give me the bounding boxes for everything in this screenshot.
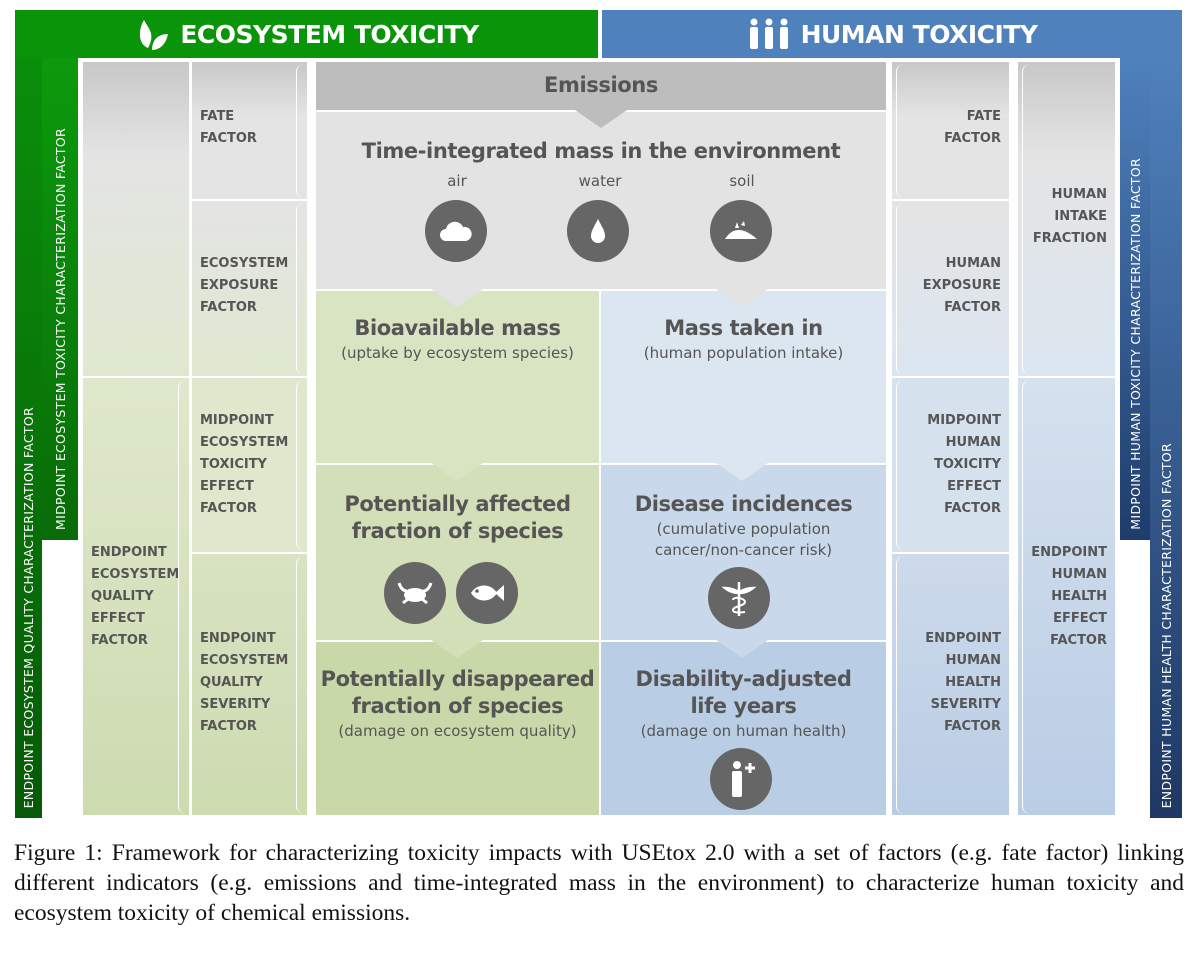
disease-sub: (cumulative population cancer/non-cancer… (654, 520, 833, 559)
mass-taken-box (601, 291, 886, 463)
soil-icon (710, 200, 772, 262)
human-exposure-factor-label: HUMAN EXPOSURE FACTOR (892, 201, 1009, 376)
daly-sub: (damage on human health) (640, 722, 847, 740)
brace (296, 556, 304, 814)
bioavailable-title: Bioavailable mass (354, 316, 561, 340)
compartment-water: water (578, 172, 622, 190)
human-fate-factor-label: FATE FACTOR (892, 62, 1009, 199)
human-effect-factor-label: MIDPOINT HUMAN TOXICITY EFFECT FACTOR (892, 378, 1009, 552)
ecosystem-toxicity-header: ECOSYSTEM TOXICITY (15, 10, 598, 58)
affected-box (316, 465, 599, 640)
arrow (431, 463, 483, 481)
affected-title: Potentially affected fraction of species (344, 492, 571, 543)
brace (1022, 380, 1030, 814)
brace (896, 380, 904, 550)
brace (296, 64, 304, 198)
compartment-air: air (447, 172, 467, 190)
leaf-icon (140, 20, 169, 50)
cloud-icon (425, 200, 487, 262)
arrow (716, 463, 768, 481)
human-intake-fraction-label: HUMAN INTAKE FRACTION (1018, 62, 1115, 376)
emissions-box: Emissions (316, 62, 886, 110)
disappeared-box (316, 642, 599, 815)
arrow (431, 289, 483, 307)
disappeared-title: Potentially disappeared fraction of spec… (320, 667, 595, 718)
disappeared-sub: (damage on ecosystem quality) (338, 722, 577, 740)
figure-caption: Figure 1: Framework for characterizing t… (14, 840, 1184, 926)
caduceus-icon (708, 567, 770, 629)
brace (896, 556, 904, 814)
brace (178, 380, 186, 814)
bioavailable-box (316, 291, 599, 463)
human-toxicity-header: HUMAN TOXICITY (602, 10, 1182, 58)
disease-title: Disease incidences (634, 492, 853, 516)
eco-endpoint-bar: ENDPOINT ECOSYSTEM QUALITY CHARACTERIZAT… (15, 58, 42, 818)
arrow (431, 640, 483, 658)
water-drop-icon (567, 200, 629, 262)
human-severity-factor-label: ENDPOINT HUMAN HEALTH SEVERITY FACTOR (892, 554, 1009, 815)
brace (296, 380, 304, 550)
arrow (575, 110, 627, 128)
people-icon (749, 18, 788, 49)
compartment-soil: soil (729, 172, 755, 190)
daly-title: Disability-adjusted life years (635, 667, 852, 718)
arrow (716, 640, 768, 658)
arrow (716, 289, 768, 307)
brace (896, 64, 904, 198)
human-endpoint-bar: ENDPOINT HUMAN HEALTH CHARACTERIZATION F… (1150, 58, 1182, 818)
human-endpoint-effect-label: ENDPOINT HUMAN HEALTH EFFECT FACTOR (1018, 378, 1115, 815)
mass-taken-title: Mass taken in (664, 316, 823, 340)
time-integrated-title: Time-integrated mass in the environment (361, 139, 841, 163)
brace (296, 203, 304, 375)
eco-exposure-factor-label: ECOSYSTEM EXPOSURE FACTOR (192, 201, 307, 376)
eco-midpoint-bar: MIDPOINT ECOSYSTEM TOXICITY CHARACTERIZA… (42, 58, 78, 540)
header-title: HUMAN TOXICITY (800, 19, 1038, 49)
header-title: ECOSYSTEM TOXICITY (180, 19, 479, 49)
bioavailable-sub: (uptake by ecosystem species) (341, 344, 574, 362)
mass-taken-sub: (human population intake) (643, 344, 844, 362)
eco-effect-factor-label: MIDPOINT ECOSYSTEM TOXICITY EFFECT FACTO… (192, 378, 307, 552)
eco-severity-factor-label: ENDPOINT ECOSYSTEM QUALITY SEVERITY FACT… (192, 554, 307, 815)
eco-col-top (83, 62, 189, 376)
brace (1022, 64, 1030, 375)
brace (896, 203, 904, 375)
crab-icon (384, 562, 446, 624)
eco-fate-factor-label: FATE FACTOR (192, 62, 307, 199)
eco-endpoint-effect-label: ENDPOINT ECOSYSTEM QUALITY EFFECT FACTOR (83, 378, 189, 815)
person-plus-icon (710, 748, 772, 810)
human-midpoint-bar: MIDPOINT HUMAN TOXICITY CHARACTERIZATION… (1120, 58, 1150, 540)
fish-icon (456, 562, 518, 624)
